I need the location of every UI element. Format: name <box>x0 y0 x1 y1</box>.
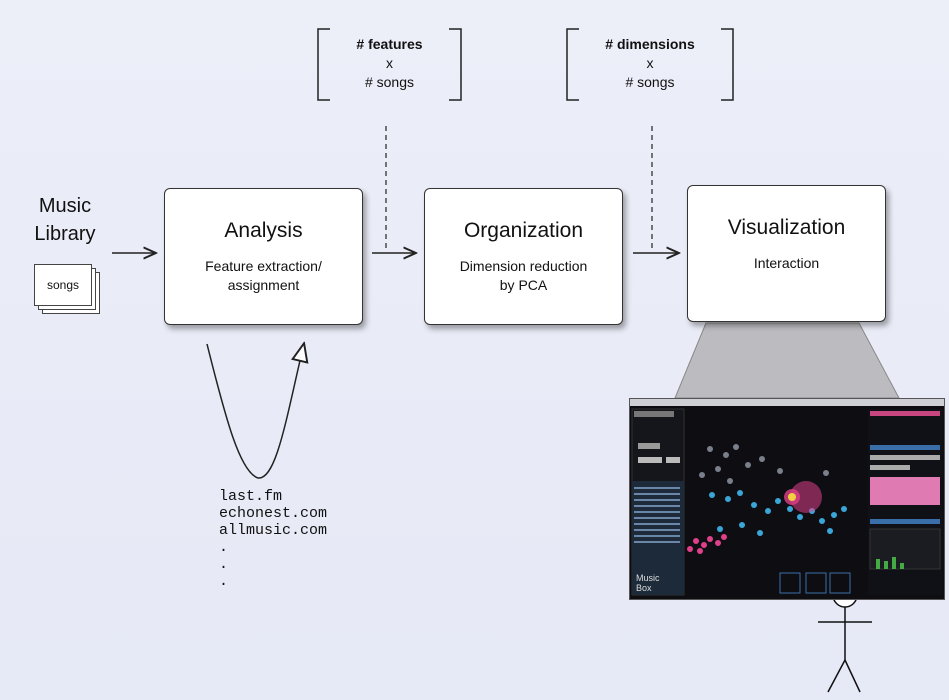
screenshot-points <box>687 444 847 554</box>
analysis-sub-line1: Feature extraction/ <box>205 258 322 274</box>
bracket-right-dimensions <box>721 28 734 101</box>
source-item: . <box>219 573 229 590</box>
music-library-label-line2: Library <box>34 223 96 245</box>
source-item: . <box>219 539 229 556</box>
screenshot-app-label-line1: Music <box>636 573 660 583</box>
visualization-box: Visualization Interaction <box>687 185 886 322</box>
features-matrix-label: # features x # songs <box>330 35 449 92</box>
projection-beam <box>674 322 900 399</box>
songs-card-front: songs <box>34 264 92 306</box>
dimensions-matrix-line1: # dimensions <box>605 36 695 52</box>
dimensions-matrix-line3: # songs <box>625 74 675 90</box>
features-matrix-line2: x <box>386 55 393 71</box>
bracket-right-features <box>449 28 462 101</box>
metadata-sources-list: last.fm echonest.com allmusic.com . . . <box>219 488 327 590</box>
source-item: echonest.com <box>219 505 328 522</box>
source-item: allmusic.com <box>219 522 328 539</box>
dimensions-matrix-label: # dimensions x # songs <box>579 35 721 92</box>
visualization-screenshot <box>629 398 945 600</box>
organization-box: Organization Dimension reduction by PCA <box>424 188 623 325</box>
organization-sub-line2: by PCA <box>499 277 548 293</box>
bracket-left-features <box>317 28 330 101</box>
features-matrix-line1: # features <box>356 36 423 52</box>
features-matrix-line3: # songs <box>364 74 415 90</box>
screenshot-title-bar <box>630 399 944 406</box>
analysis-box: Analysis Feature extraction/ assignment <box>164 188 363 325</box>
visualization-title: Visualization <box>727 216 846 239</box>
analysis-title: Analysis <box>224 219 303 242</box>
screenshot-app-label-line2: Box <box>636 583 652 593</box>
source-item: last.fm <box>219 488 283 505</box>
analysis-sub-line2: assignment <box>227 277 300 293</box>
dimensions-matrix-line2: x <box>646 55 654 71</box>
songs-card-label: songs <box>46 278 80 292</box>
lookup-loop-curve <box>206 344 302 479</box>
source-item: . <box>219 556 229 573</box>
music-library-label-line1: Music <box>38 195 92 217</box>
bracket-left-dimensions <box>566 28 579 101</box>
screenshot-app-label: Music Box <box>636 573 660 593</box>
visualization-sub-line1: Interaction <box>753 255 820 271</box>
screenshot-content <box>631 408 942 596</box>
music-library-label: Music Library <box>30 192 100 248</box>
organization-title: Organization <box>463 219 584 242</box>
organization-sub-line1: Dimension reduction <box>459 258 588 274</box>
